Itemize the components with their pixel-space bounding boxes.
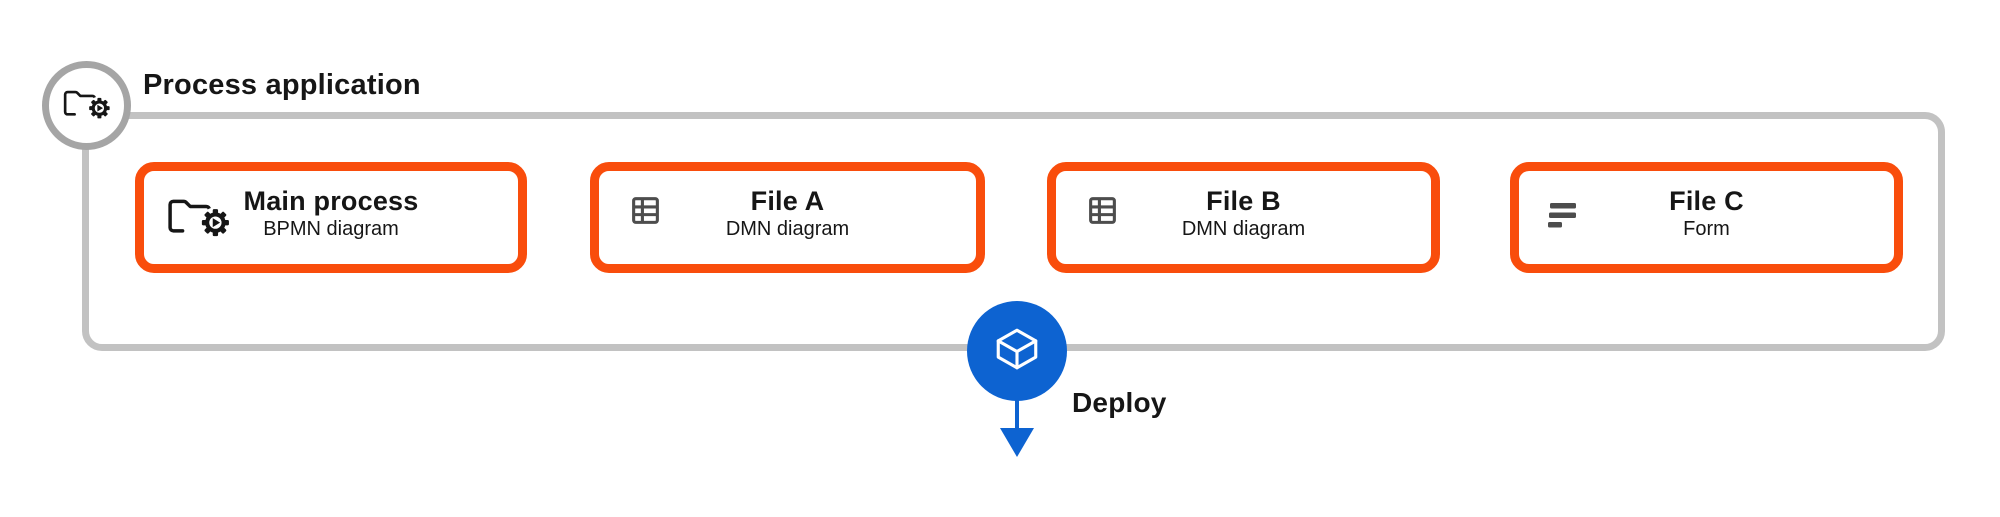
decision-table-icon — [1086, 194, 1119, 232]
form-icon — [1546, 202, 1578, 235]
card-subtitle: BPMN diagram — [263, 218, 399, 240]
deploy-marker — [967, 301, 1067, 401]
cube-icon — [992, 324, 1042, 379]
card-title: File C — [1669, 186, 1744, 216]
deploy-arrowhead-icon — [1000, 428, 1034, 457]
process-application-badge — [42, 61, 131, 150]
card-title: File B — [1206, 186, 1281, 216]
card-file-b: File B DMN diagram — [1047, 162, 1440, 273]
card-subtitle: DMN diagram — [725, 218, 850, 240]
decision-table-icon — [629, 194, 662, 232]
card-file-c: File C Form — [1510, 162, 1903, 273]
process-application-label: Process application — [143, 69, 421, 101]
card-title: File A — [750, 186, 825, 216]
card-main-process: Main process BPMN diagram — [135, 162, 527, 273]
card-subtitle: DMN diagram — [1181, 218, 1306, 240]
card-subtitle: Form — [1683, 218, 1730, 240]
process-folder-gear-icon — [166, 196, 232, 242]
deploy-label: Deploy — [1072, 387, 1167, 418]
card-file-a: File A DMN diagram — [590, 162, 985, 273]
deploy-arrow-stem — [1015, 399, 1019, 429]
process-folder-gear-icon — [62, 88, 112, 124]
card-title: Main process — [243, 186, 419, 216]
